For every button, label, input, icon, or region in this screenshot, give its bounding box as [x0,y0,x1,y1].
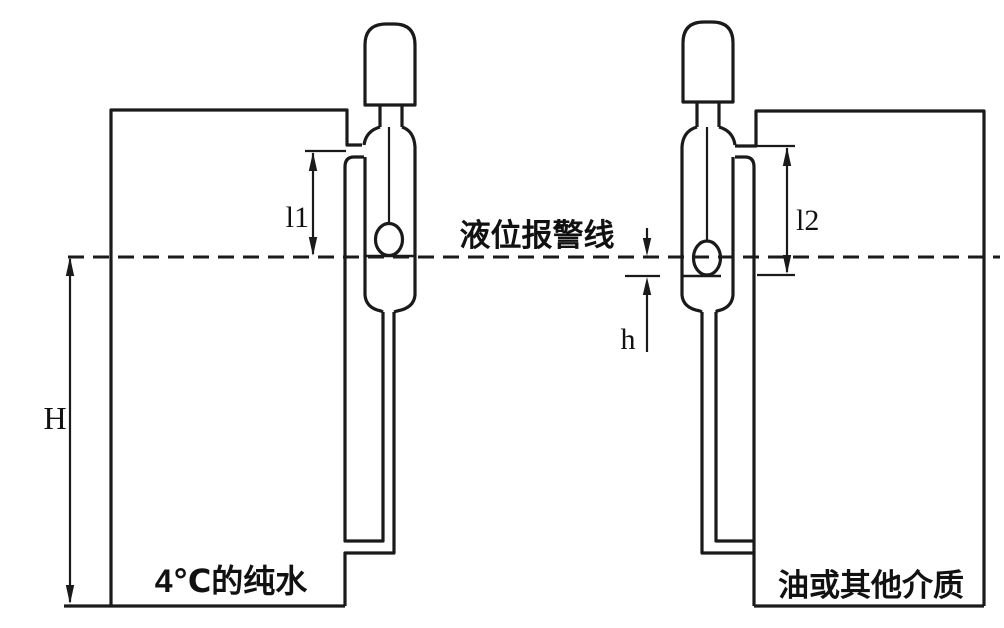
left-chamber-left-wall [363,157,384,314]
alarm-line-label: 液位报警线 [460,218,615,253]
H-arrow-up [65,257,75,276]
dimension-h: h [621,228,660,356]
l1-label: l1 [286,201,309,234]
H-label: H [43,400,66,436]
h-arrow-down [642,238,652,256]
right-tank-left-wall-and-upper-pipe [735,155,756,606]
l2-arrow-up [782,147,792,166]
right-tank-top-and-right-wall [735,109,986,606]
left-tank-bottom-pipe-bend [343,312,396,606]
right-chamber-shoulder-right [718,125,737,146]
dimension-H: H [43,257,75,604]
right-tank-bottom-pipe-bend-top [714,312,754,543]
l1-arrow-down [308,237,318,256]
right-chamber-left-wall [680,125,703,314]
left-tank-label: 4℃的纯水 [155,563,309,599]
h-arrow-up [642,277,652,295]
left-float-gauge [362,22,417,314]
l1-arrow-up [308,152,318,171]
left-gauge-head-cap [363,22,417,107]
left-tank-top-and-left-wall [109,108,362,606]
right-float-gauge [680,20,737,314]
dimension-l1: l1 [286,149,346,256]
left-chamber-right-wall [393,125,417,314]
h-label: h [621,323,636,356]
H-arrow-down [65,585,75,604]
right-tank-bottom-pipe-bend-bottom [700,312,754,555]
right-chamber-right-wall [714,157,735,314]
left-chamber-shoulder-left [362,125,381,146]
right-tank-label: 油或其他介质 [778,568,964,603]
right-gauge-head-cap [681,20,735,104]
right-tank [700,109,986,608]
l2-label: l2 [796,204,819,237]
left-tank-right-wall-and-upper-pipe [343,155,385,543]
dimension-l2: l2 [755,144,819,277]
left-tank [64,108,396,608]
left-float-ball [373,221,405,258]
l2-arrow-down [782,255,792,274]
